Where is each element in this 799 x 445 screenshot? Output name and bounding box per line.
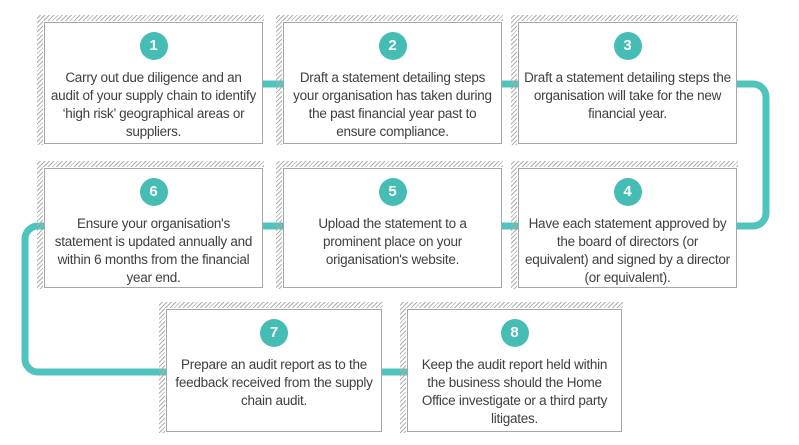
step-number-badge: 8 [500, 319, 529, 347]
step-text: Draft a statement detailing steps your o… [293, 70, 492, 139]
connector-3-4 [736, 80, 770, 230]
step-number-badge: 1 [139, 32, 168, 60]
step-number-badge: 6 [139, 178, 168, 206]
step-box-7: 7 Prepare an audit report as to the feed… [159, 302, 383, 433]
step-text: Keep the audit report held within the bu… [421, 357, 608, 426]
step-text: Ensure your organisation's statement is … [54, 216, 253, 285]
connector-6-7 [21, 222, 167, 376]
step-number-badge: 3 [613, 32, 642, 60]
step-text: Carry out due diligence and an audit of … [50, 70, 257, 139]
step-box-5: 5 Upload the statement to a prominent pl… [276, 161, 503, 289]
step-text: Upload the statement to a prominent plac… [318, 216, 467, 267]
step-text: Draft a statement detailing steps the or… [524, 70, 731, 121]
step-number-badge: 5 [378, 178, 407, 206]
step-number-badge: 7 [260, 319, 288, 347]
step-number-badge: 4 [613, 178, 642, 206]
step-box-3: 3 Draft a statement detailing steps the … [511, 15, 738, 145]
step-box-2: 2 Draft a statement detailing steps your… [276, 15, 503, 145]
step-box-6: 6 Ensure your organisation's statement i… [37, 161, 264, 289]
step-number-badge: 2 [378, 32, 407, 60]
step-box-8: 8 Keep the audit report held within the … [400, 302, 623, 433]
step-text: Prepare an audit report as to the feedba… [175, 357, 373, 408]
step-box-1: 1 Carry out due diligence and an audit o… [37, 15, 264, 145]
step-text: Have each statement approved by the boar… [525, 216, 730, 285]
step-box-4: 4 Have each statement approved by the bo… [511, 161, 738, 289]
